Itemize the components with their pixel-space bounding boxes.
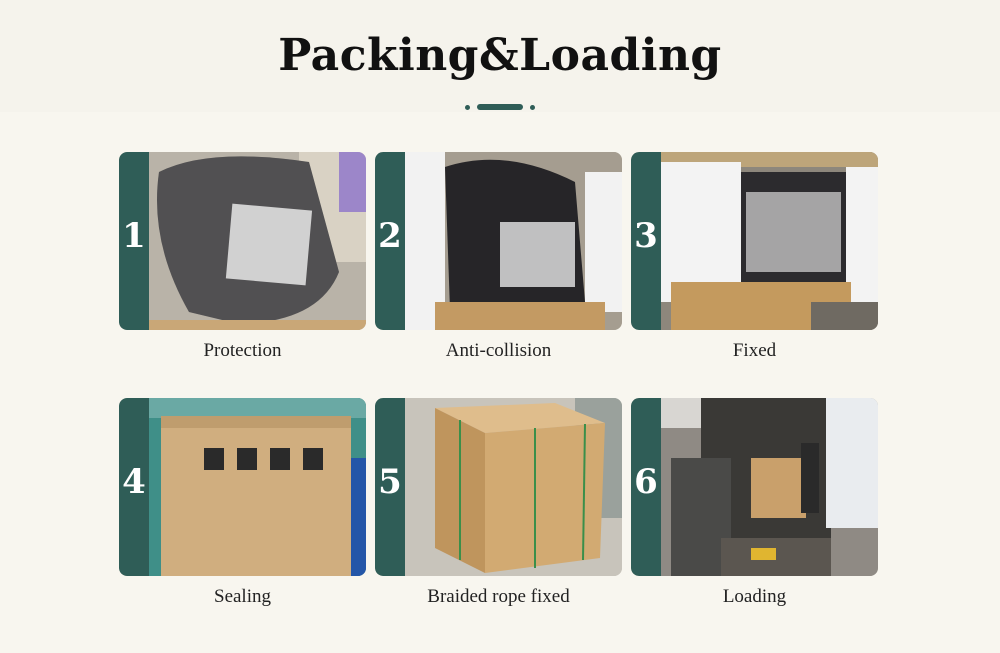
step-card-3: 3 Fixed (631, 152, 878, 362)
header-band (0, 0, 1000, 112)
step-card-6: 6 Loading (631, 398, 878, 608)
step-photo-2: 2 (375, 152, 622, 330)
step-card-5: 5 Braided rope fixed (375, 398, 622, 608)
sealed-carton-image (149, 398, 366, 576)
foam-padded-chair-image (405, 152, 622, 330)
step-photo-6: 6 (631, 398, 878, 576)
step-card-4: 4 Sealing (119, 398, 366, 608)
step-number-6: 6 (634, 462, 658, 502)
step-caption-1: Protection (203, 340, 282, 361)
step-tab-5 (375, 398, 405, 576)
step-caption-6: Loading (722, 586, 787, 607)
step-number-5: 5 (378, 462, 402, 502)
step-tab-2 (375, 152, 405, 330)
foam-fixed-chair-in-box-image (661, 152, 878, 330)
divider-bar (477, 104, 523, 110)
step-tab-6 (631, 398, 661, 576)
wrapped-massage-chair-image (149, 152, 366, 330)
step-tab-1 (119, 152, 149, 330)
step-tab-3 (631, 152, 661, 330)
step-card-2: 2 Anti-collision (375, 152, 622, 362)
step-photo-4: 4 (119, 398, 366, 576)
steps-grid: 1 Protection 2 Anti-collision (119, 152, 879, 612)
step-number-2: 2 (378, 216, 402, 256)
step-number-4: 4 (122, 462, 146, 502)
step-number-3: 3 (634, 216, 658, 256)
step-photo-5: 5 (375, 398, 622, 576)
step-caption-5: Braided rope fixed (427, 586, 570, 607)
divider-dot-left (465, 105, 470, 110)
step-photo-3: 3 (631, 152, 878, 330)
step-caption-3: Fixed (732, 340, 777, 361)
divider-dot-right (530, 105, 535, 110)
rope-fixed-carton-image (405, 398, 622, 576)
step-caption-4: Sealing (214, 586, 271, 607)
step-number-1: 1 (122, 216, 146, 256)
step-photo-1: 1 (119, 152, 366, 330)
step-caption-2: Anti-collision (445, 340, 552, 361)
page-title: Packing&Loading (278, 30, 722, 81)
title-divider (465, 104, 535, 110)
step-card-1: 1 Protection (119, 152, 366, 362)
forklift-loading-container-image (661, 398, 878, 576)
step-tab-4 (119, 398, 149, 576)
